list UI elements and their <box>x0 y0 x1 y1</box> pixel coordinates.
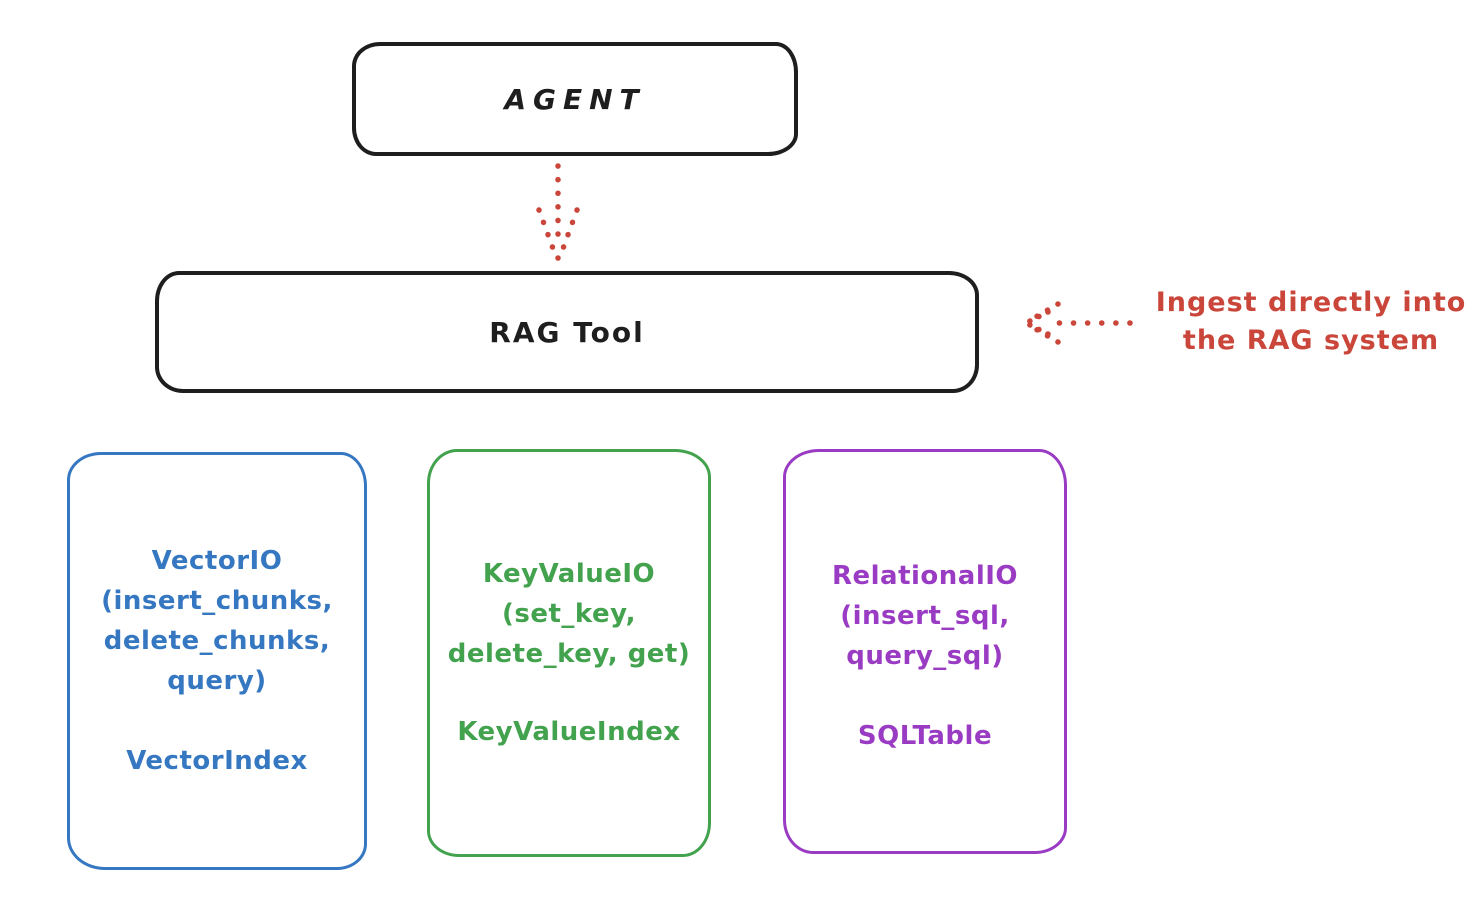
backend-title: VectorIO <box>151 546 283 576</box>
agent-node: AGENT <box>352 42 798 156</box>
backend-methods-line: query_sql) <box>846 641 1004 671</box>
backend-methods-line: (set_key, <box>502 599 636 629</box>
agent-to-ragtool-arrow <box>536 163 580 261</box>
annotation-line-2: the RAG system <box>1182 325 1440 356</box>
backend-index-label: VectorIndex <box>126 746 308 776</box>
backend-title: KeyValueIO <box>482 559 656 589</box>
backend-methods-line: query) <box>167 666 267 696</box>
rag-tool-node: RAG Tool <box>155 271 979 393</box>
backend-node-vector-io: VectorIO (insert_chunks, delete_chunks, … <box>67 452 367 870</box>
backend-index-label: SQLTable <box>857 721 993 751</box>
backend-index-label: KeyValueIndex <box>457 717 681 747</box>
agent-label: AGENT <box>504 82 646 116</box>
backend-title: RelationalIO <box>831 561 1019 591</box>
backend-methods-line: (insert_chunks, <box>101 586 333 616</box>
backend-methods-line: delete_chunks, <box>103 626 331 656</box>
rag-tool-label: RAG Tool <box>489 315 645 349</box>
backend-node-relational-io: RelationalIO (insert_sql, query_sql) SQL… <box>783 449 1067 854</box>
annotation-to-ragtool-arrow <box>1023 301 1133 345</box>
annotation-line-1: Ingest directly into <box>1155 287 1467 318</box>
backend-methods-line: (insert_sql, <box>840 601 1010 631</box>
backend-node-keyvalue-io: KeyValueIO (set_key, delete_key, get) Ke… <box>427 449 711 857</box>
annotation-text: Ingest directly into the RAG system <box>1138 284 1484 360</box>
backend-methods-line: delete_key, get) <box>447 639 691 669</box>
